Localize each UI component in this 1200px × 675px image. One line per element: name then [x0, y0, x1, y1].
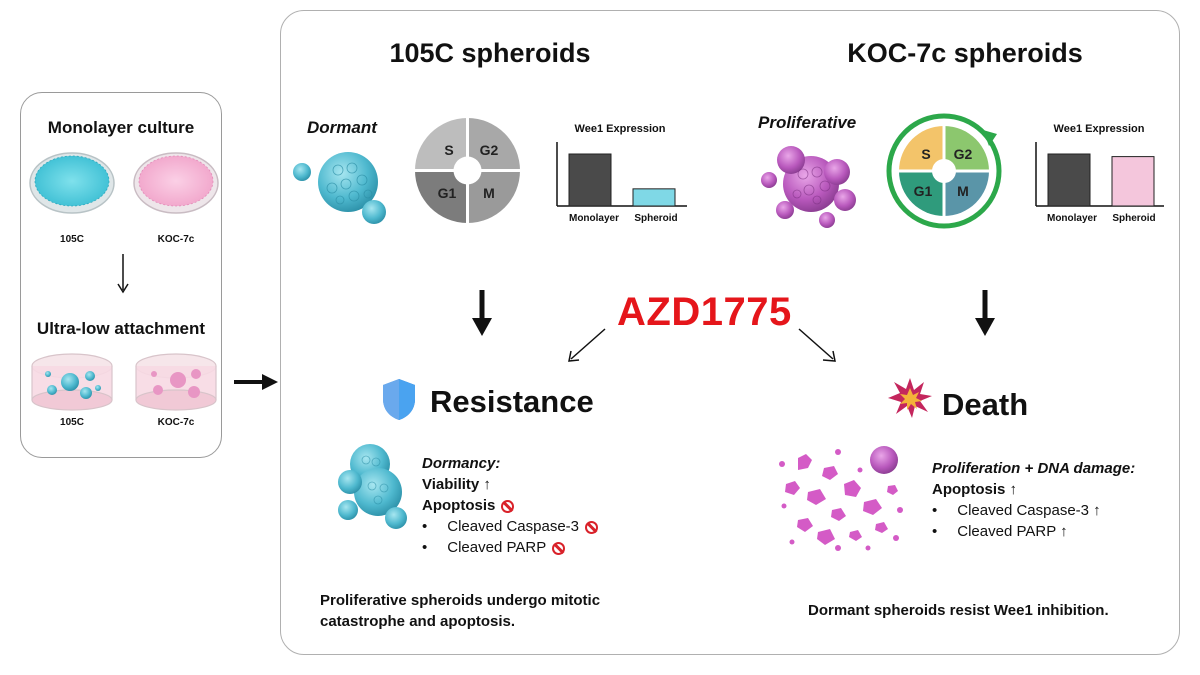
phase-m: M: [483, 185, 495, 201]
outcome-resistance: Resistance: [430, 384, 594, 419]
dish-koc7c-ultralow: [135, 353, 217, 411]
phase-s-right: S: [921, 146, 930, 162]
prohibited-icon: [552, 541, 566, 555]
wee1-chart-left: [556, 142, 687, 207]
apoptotic-fragments: [779, 446, 903, 551]
parp-label: Cleaved PARP: [447, 539, 547, 556]
wee1-bar-spheroid: [632, 188, 676, 207]
dish-105c-ultralow: [31, 353, 113, 411]
drug-name: AZD1775: [617, 290, 792, 334]
caption-right: Dormant spheroids resist Wee1 inhibition…: [808, 602, 1109, 619]
section-title-105c: 105C spheroids: [389, 38, 591, 68]
bullet-glyph: •: [932, 502, 938, 519]
cell-cycle-proliferative: S G2 G1 M: [886, 113, 1002, 229]
bullet-parp-right: • Cleaved PARP ↑: [932, 521, 1172, 542]
death-details: Proliferation + DNA damage: Apoptosis ↑ …: [932, 458, 1172, 542]
dish-105c-monolayer: [29, 152, 115, 214]
tick-monolayer-left: Monolayer: [568, 213, 619, 224]
bullet-glyph: •: [422, 539, 428, 556]
dish-label-105c: 105C: [60, 234, 84, 245]
phase-g1: G1: [438, 185, 457, 201]
proliferative-label: Proliferative: [758, 113, 857, 132]
ultra-low-dishes: [31, 353, 217, 411]
outcome-death: Death: [942, 387, 1029, 422]
bullet-parp-left: • Cleaved PARP: [422, 537, 642, 558]
main-panel: [280, 10, 1180, 655]
proliferative-spheroids: [761, 146, 856, 228]
cell-cycle-dormant: S G2 G1 M: [415, 118, 520, 223]
wee1-chart-title-right: Wee1 Expression: [1053, 123, 1145, 135]
tick-spheroid-right: Spheroid: [1112, 213, 1156, 224]
phase-s: S: [444, 142, 453, 158]
viability-line: Viability ↑: [422, 476, 491, 493]
down-arrow-left-icon: [472, 290, 492, 336]
phase-g2: G2: [480, 142, 499, 158]
caption-left: Proliferative spheroids undergo mitotic …: [320, 592, 601, 630]
apoptosis-up-line: Apoptosis ↑: [932, 481, 1017, 498]
resistant-spheroid-cluster: [338, 444, 407, 529]
dormancy-heading: Dormancy:: [422, 455, 501, 472]
monolayer-title: Monolayer culture: [47, 118, 195, 137]
down-arrow-right-icon: [975, 290, 995, 336]
parp-up-label: Cleaved PARP ↑: [957, 523, 1068, 540]
wee1-bar-monolayer: [568, 153, 612, 207]
dish-label-koc7c-ula: KOC-7c: [157, 417, 195, 428]
phase-m-right: M: [957, 183, 969, 199]
down-arrow-small-icon: [117, 254, 129, 294]
proliferation-heading: Proliferation + DNA damage:: [932, 460, 1136, 477]
section-title-koc7c: KOC-7c spheroids: [847, 38, 1083, 68]
dish-label-105c-ula: 105C: [60, 417, 84, 428]
explosion-icon: [888, 378, 932, 418]
monolayer-dishes: [29, 152, 219, 214]
bullet-glyph: •: [422, 518, 428, 535]
diag-arrow-left-icon: [568, 328, 606, 362]
resistance-details: Dormancy: Viability ↑ Apoptosis • Cleaved…: [422, 453, 642, 558]
apoptosis-line: Apoptosis: [422, 495, 642, 516]
dish-label-koc7c: KOC-7c: [157, 234, 195, 245]
caspase-up-label: Cleaved Caspase-3 ↑: [957, 502, 1101, 519]
phase-g2-right: G2: [954, 146, 973, 162]
diag-arrow-right-icon: [798, 328, 836, 362]
prohibited-icon: [501, 499, 515, 513]
tick-spheroid-left: Spheroid: [634, 213, 678, 224]
wee1-chart-right: [1035, 142, 1164, 207]
apoptosis-label: Apoptosis: [422, 497, 496, 514]
shield-icon: [383, 379, 415, 420]
tick-monolayer-right: Monolayer: [1046, 213, 1097, 224]
wee1-bar-spheroid: [1111, 156, 1155, 207]
wee1-chart-title-left: Wee1 Expression: [574, 123, 666, 135]
ultra-low-title: Ultra-low attachment: [36, 319, 206, 338]
caspase-label: Cleaved Caspase-3: [447, 518, 580, 535]
dormant-spheroids: [293, 152, 386, 224]
right-arrow-icon: [234, 374, 278, 390]
dish-koc7c-monolayer: [133, 152, 219, 214]
bullet-glyph: •: [932, 523, 938, 540]
bullet-caspase-right: • Cleaved Caspase-3 ↑: [932, 500, 1172, 521]
bullet-caspase-left: • Cleaved Caspase-3: [422, 516, 642, 537]
wee1-bar-monolayer: [1047, 153, 1091, 207]
prohibited-icon: [585, 520, 599, 534]
phase-g1-right: G1: [914, 183, 933, 199]
dormant-label: Dormant: [307, 118, 377, 137]
